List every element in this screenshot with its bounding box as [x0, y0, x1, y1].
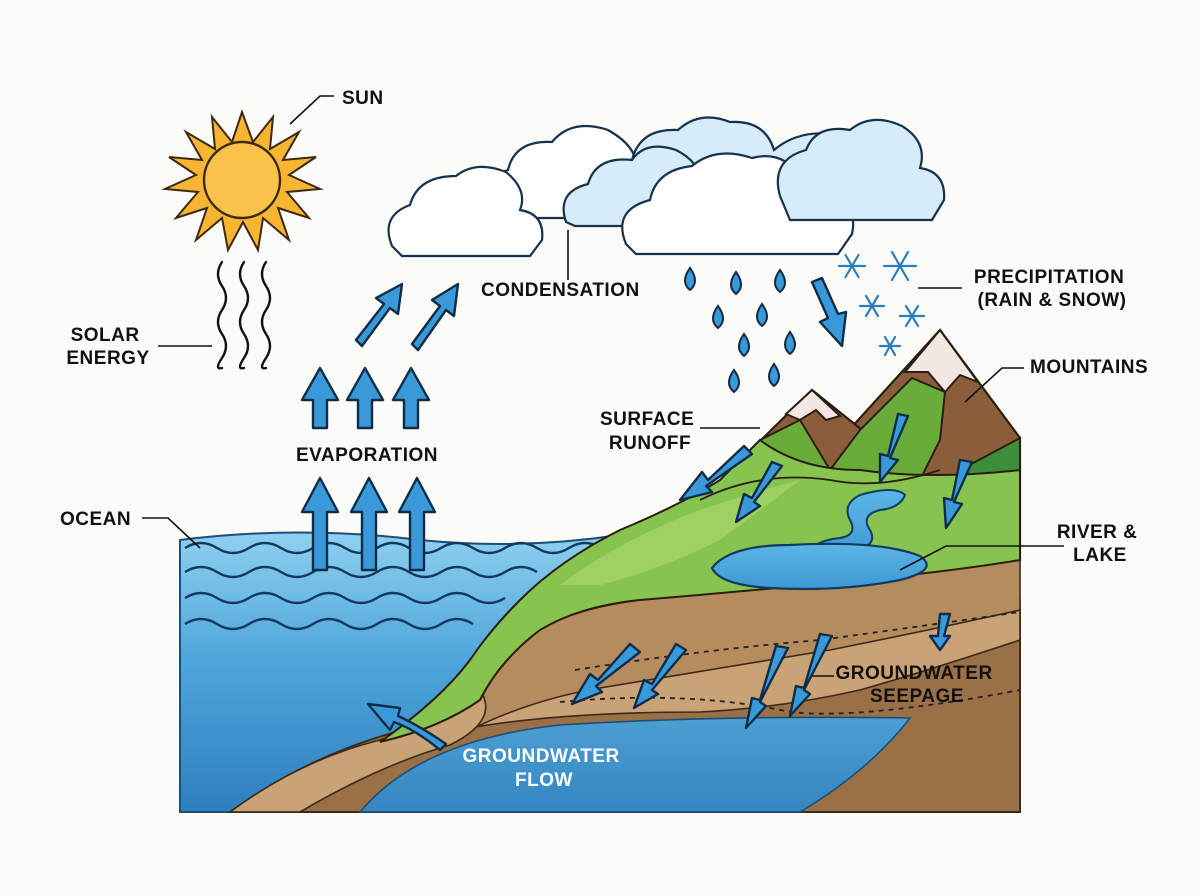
groundwater-flow-arrow [366, 702, 448, 752]
land [226, 554, 1021, 813]
ocean-waves [184, 541, 602, 631]
leader-lines [142, 95, 1064, 677]
groundwater-seepage-arrows [570, 612, 952, 730]
surface-runoff-label: SURFACE RUNOFF [600, 409, 700, 454]
river-and-lake [710, 489, 928, 591]
precipitation-label: PRECIPITATION (RAIN & SNOW) [974, 267, 1130, 311]
river-lake-label: RIVER & LAKE [1057, 522, 1143, 566]
evaporation-arrows-diagonal [354, 282, 460, 352]
evaporation-label: EVAPORATION [296, 445, 438, 466]
solar-energy-label: SOLAR ENERGY [66, 325, 149, 369]
raindrops [684, 266, 796, 394]
evaporation-arrows-lower [300, 476, 437, 572]
labels: SUN SOLAR ENERGY CONDENSATION PRECIPITAT… [60, 88, 1148, 791]
sun-label: SUN [342, 88, 384, 109]
surface-runoff-arrows [678, 412, 974, 530]
ocean-label: OCEAN [60, 509, 131, 530]
arrows [300, 276, 974, 752]
mountains-label: MOUNTAINS [1030, 357, 1148, 378]
sun-icon [161, 108, 324, 254]
groundwater-flow-label: GROUNDWATER FLOW [463, 746, 626, 791]
condensation-label: CONDENSATION [481, 280, 640, 301]
solar-energy-waves [216, 260, 272, 370]
cloud-left [387, 165, 544, 258]
groundwater-aquifer [358, 716, 912, 813]
groundwater-seepage-label: GROUNDWATER SEEPAGE [836, 663, 999, 707]
cloud-far-right [776, 118, 946, 222]
precipitation-arrow [810, 276, 848, 348]
snowflakes [837, 250, 926, 357]
clouds [387, 116, 946, 258]
evaporation-arrows-upper [300, 366, 431, 430]
lake [710, 542, 928, 591]
